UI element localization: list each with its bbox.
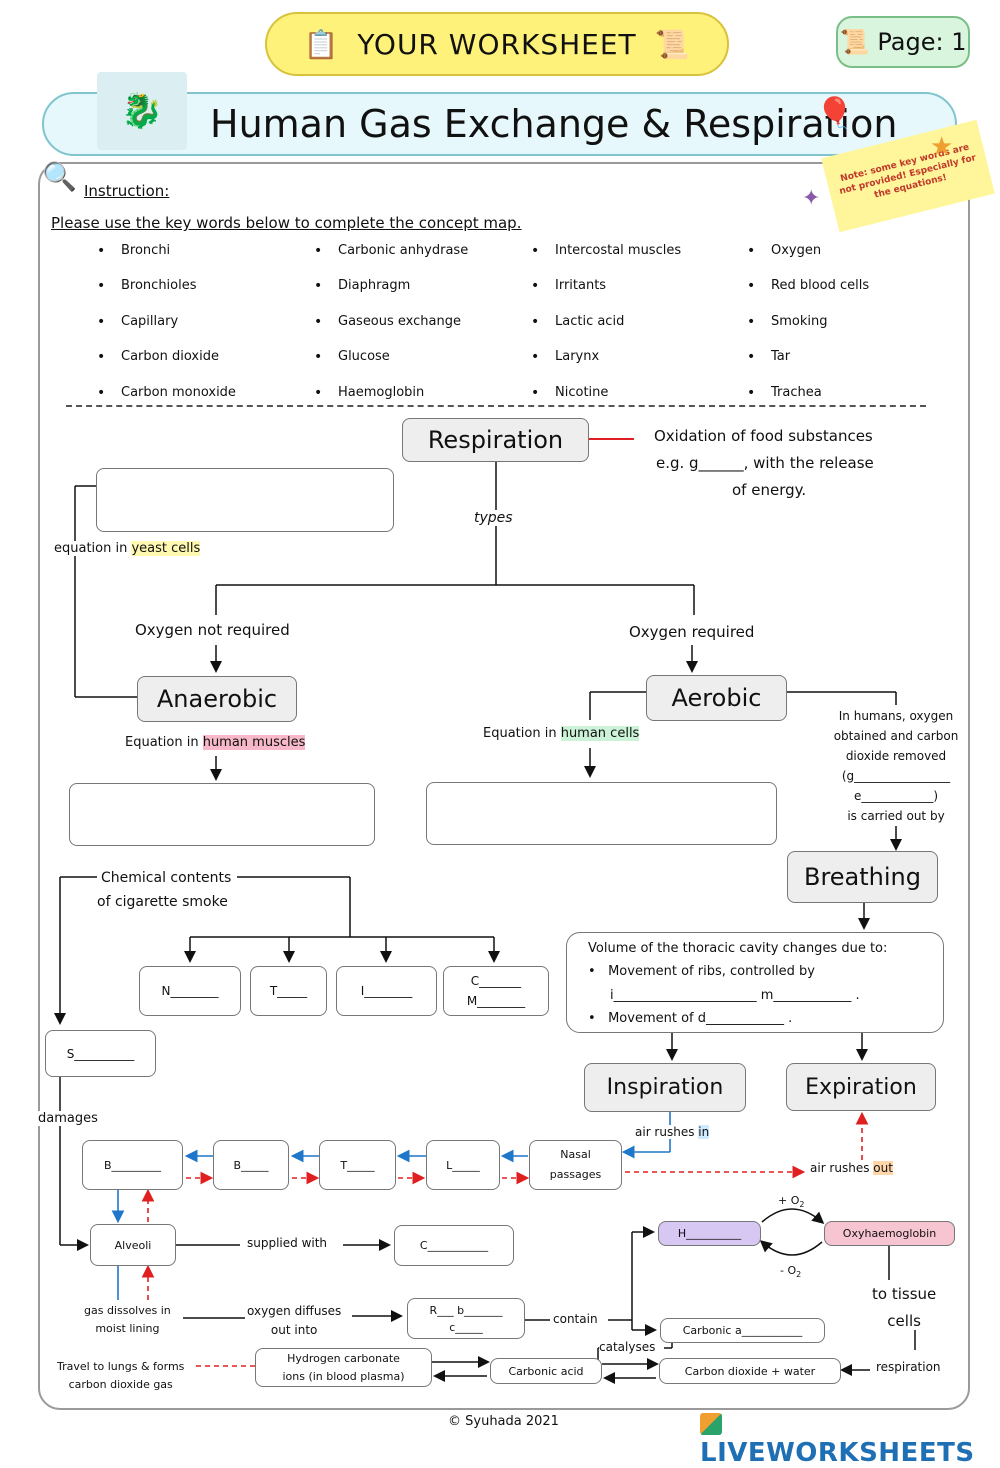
copyright: © Syuhada 2021	[448, 1414, 559, 1429]
air-rushes-out-label: air rushes out	[810, 1161, 893, 1175]
scroll-icon: 📜	[654, 27, 691, 61]
muscle-equation-label: Equation in human muscles	[125, 735, 306, 750]
brand-logo: LIVEWORKSHEETS	[700, 1408, 1000, 1468]
clipboard-icon: 📋	[303, 27, 340, 61]
worksheet-header: 📋 YOUR WORKSHEET 📜	[265, 12, 729, 76]
yeast-equation-input[interactable]	[96, 468, 394, 532]
keyword: Bronchi	[97, 243, 170, 259]
airway-blank-bronchi[interactable]: B_____	[213, 1140, 289, 1190]
catalyses-label: catalyses	[599, 1340, 656, 1354]
air-rushes-in-label: air rushes in	[635, 1125, 710, 1139]
keyword: Irritants	[531, 278, 606, 294]
keyword: Smoking	[747, 314, 827, 330]
oxidation-text-1: Oxidation of food substances	[654, 427, 873, 445]
scroll-icon: 📜	[839, 28, 870, 56]
anaerobic-node: Anaerobic	[137, 676, 297, 722]
aerobic-node: Aerobic	[646, 675, 787, 721]
respiration-small-label: respiration	[876, 1360, 941, 1374]
breathing-node: Breathing	[787, 851, 938, 903]
volume-box	[566, 932, 944, 1033]
contain-label: contain	[553, 1312, 598, 1326]
volume-bullet-1: • Movement of ribs, controlled by	[588, 964, 815, 979]
smoke-blank-cm[interactable]: C_______ M________	[443, 966, 549, 1016]
page-label: Page: 1	[877, 28, 967, 56]
alveoli-node: Alveoli	[90, 1224, 176, 1266]
smoking-blank[interactable]: S__________	[45, 1030, 156, 1077]
hydrogen-carbonate-node: Hydrogen carbonate ions (in blood plasma…	[255, 1348, 432, 1387]
types-label: types	[474, 510, 513, 526]
keyword: Lactic acid	[531, 314, 624, 330]
instruction-heading: Instruction:	[84, 182, 170, 200]
capillary-blank[interactable]: C___________	[394, 1225, 514, 1266]
oxygen-not-required-label: Oxygen not required	[135, 621, 290, 639]
title-banner	[42, 92, 957, 156]
carbonic-acid-node: Carbonic acid	[490, 1358, 602, 1384]
keyword: Oxygen	[747, 243, 821, 259]
haemoglobin-blank[interactable]: H__________	[658, 1221, 761, 1246]
red-blood-cells-blank[interactable]: R___ b_______ c_____	[407, 1298, 525, 1339]
smoke-blank-n[interactable]: N________	[139, 966, 241, 1016]
yeast-equation-label: equation in yeast cells	[54, 541, 201, 556]
muscle-equation-input[interactable]	[69, 783, 375, 846]
dragon-illustration: 🐉	[97, 72, 187, 150]
worksheet-label: YOUR WORKSHEET	[357, 27, 637, 61]
keyword: Diaphragm	[314, 278, 410, 294]
star-icon: ★	[930, 132, 954, 162]
volume-bullet-2: • Movement of d____________ .	[588, 1011, 793, 1026]
page-title: Human Gas Exchange & Respiration	[210, 102, 898, 146]
gas-dissolves-label: gas dissolves in moist lining	[84, 1304, 171, 1335]
keyword: Glucose	[314, 349, 390, 365]
volume-title: Volume of the thoracic cavity changes du…	[588, 941, 888, 956]
keyword: Red blood cells	[747, 278, 869, 294]
divider	[66, 405, 926, 407]
oxygen-required-label: Oxygen required	[629, 623, 755, 641]
keyword: Capillary	[97, 314, 178, 330]
worksheet-frame	[38, 162, 970, 1410]
airway-blank-larynx[interactable]: L_____	[426, 1140, 500, 1190]
instruction-text: Please use the key words below to comple…	[51, 214, 522, 232]
humans-description: In humans, oxygen obtained and carbon di…	[833, 709, 959, 823]
sparkle-icon: ✦	[802, 186, 821, 211]
aerobic-equation-input[interactable]	[426, 782, 777, 845]
keyword: Carbonic anhydrase	[314, 243, 468, 259]
travel-to-lungs-label: Travel to lungs & forms carbon dioxide g…	[57, 1360, 185, 1391]
keyword: Carbon monoxide	[97, 385, 236, 401]
volume-bullet-1-blank: i______________________ m____________ .	[610, 988, 860, 1003]
airway-blank-trachea[interactable]: T_____	[319, 1140, 396, 1190]
minus-o2-label: - O2	[780, 1264, 802, 1280]
nasal-passages-node: Nasal passages	[529, 1140, 622, 1190]
oxidation-text-2: e.g. g______, with the release	[656, 454, 874, 472]
keyword: Trachea	[747, 385, 822, 401]
expiration-node: Expiration	[786, 1063, 936, 1111]
oxyhaemoglobin-node: Oxyhaemoglobin	[824, 1221, 955, 1246]
oxidation-text-3: of energy.	[732, 481, 807, 499]
page-tag: 📜 Page: 1	[836, 16, 970, 68]
chemical-contents-label: Chemical contents of cigarette smoke	[97, 870, 232, 910]
to-tissue-cells-label: to tissue cells	[872, 1285, 937, 1330]
keyword: Nicotine	[531, 385, 609, 401]
human-cells-equation-label: Equation in human cells	[483, 726, 640, 741]
smoke-blank-t[interactable]: T_____	[250, 966, 327, 1016]
airway-blank-bronchioles[interactable]: B_________	[82, 1140, 183, 1190]
respiration-node: Respiration	[402, 418, 589, 462]
keyword: Larynx	[531, 349, 599, 365]
oxygen-diffuses-label: oxygen diffuses out into	[247, 1304, 342, 1337]
keyword: Gaseous exchange	[314, 314, 461, 330]
keyword: Haemoglobin	[314, 385, 424, 401]
damages-label: damages	[38, 1111, 98, 1126]
plus-o2-label: + O2	[778, 1194, 805, 1210]
supplied-with-label: supplied with	[247, 1236, 328, 1250]
smoke-blank-i[interactable]: I________	[336, 966, 437, 1016]
magnifier-icon: 🔍	[42, 160, 77, 193]
co2-water-node: Carbon dioxide + water	[659, 1358, 841, 1384]
cat-balloons-illustration: 🎈	[816, 95, 854, 131]
carbonic-anhydrase-blank[interactable]: Carbonic a___________	[660, 1318, 825, 1343]
inspiration-node: Inspiration	[584, 1063, 746, 1112]
keyword: Bronchioles	[97, 278, 196, 294]
liveworksheets-icon	[700, 1412, 722, 1435]
keyword: Carbon dioxide	[97, 349, 219, 365]
keyword: Tar	[747, 349, 790, 365]
keyword: Intercostal muscles	[531, 243, 681, 259]
